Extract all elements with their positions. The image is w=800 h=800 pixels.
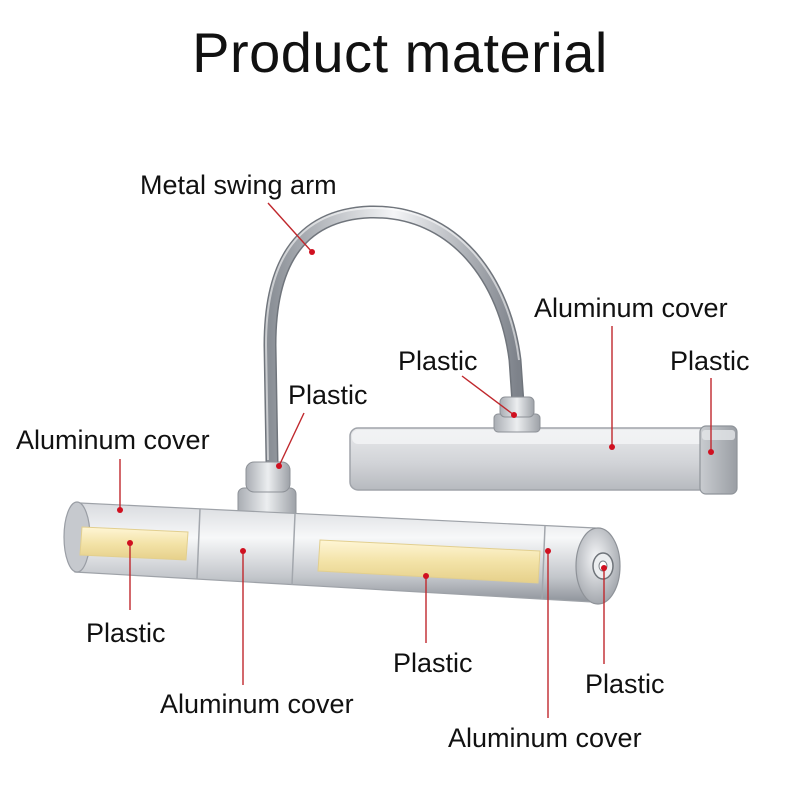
dot-bar-switch	[601, 565, 607, 571]
page-title: Product material	[192, 21, 608, 84]
leader-dots	[117, 249, 714, 579]
dot-bar-center-cover	[240, 548, 246, 554]
dot-swing-arm	[309, 249, 315, 255]
shade-mount	[493, 396, 541, 433]
metal-swing-arm	[263, 205, 525, 469]
label-shade-end-plastic: Plastic	[670, 346, 750, 376]
dot-arm-base	[276, 463, 282, 469]
label-metal-swing-arm: Metal swing arm	[140, 170, 337, 200]
label-bar-left-plastic: Plastic	[86, 618, 166, 648]
dot-bar-right-cover	[545, 548, 551, 554]
dot-shade-mount	[511, 412, 517, 418]
light-bar	[63, 501, 621, 605]
label-bar-right-aluminum-cover: Aluminum cover	[448, 723, 642, 753]
label-bar-left-aluminum-cover: Aluminum cover	[16, 425, 210, 455]
dot-bar-left-lens	[127, 540, 133, 546]
shade-box	[349, 425, 738, 495]
label-bar-center-aluminum-cover: Aluminum cover	[160, 689, 354, 719]
dot-shade-end	[708, 449, 714, 455]
leader-lines	[119, 202, 712, 718]
label-bar-right-plastic: Plastic	[393, 648, 473, 678]
dot-bar-left-cover	[117, 507, 123, 513]
label-shade-mount-plastic: Plastic	[398, 346, 478, 376]
label-arm-base-plastic: Plastic	[288, 380, 368, 410]
dot-bar-right-lens	[423, 573, 429, 579]
label-shade-aluminum-cover: Aluminum cover	[534, 293, 728, 323]
leader-shade-mount	[461, 375, 515, 416]
leader-swing-arm	[267, 202, 313, 253]
label-bar-switch-plastic: Plastic	[585, 669, 665, 699]
leader-arm-base	[278, 412, 305, 467]
dot-shade-cover	[609, 444, 615, 450]
